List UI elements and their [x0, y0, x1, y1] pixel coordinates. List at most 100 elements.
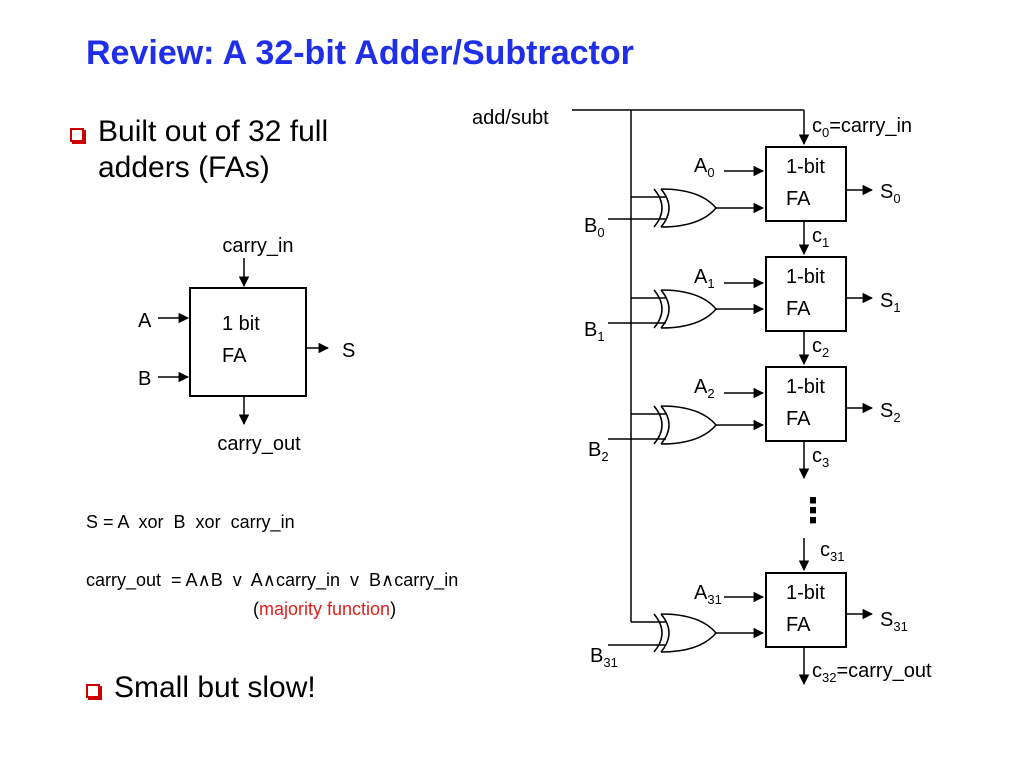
- a-sub: 0: [707, 165, 714, 180]
- carry-eq-part: carry_in: [394, 570, 459, 590]
- a-base: A: [694, 155, 708, 177]
- single-fa-box: [189, 287, 307, 397]
- carry-equation: carry_out = A∧B v A∧carry_in v B∧carry_i…: [86, 570, 458, 591]
- bullet-small-slow: Small but slow!: [86, 670, 316, 706]
- and-symbol: ∧: [262, 570, 276, 590]
- fa-label-1-l2: FA: [786, 298, 811, 320]
- a2-label: A2: [694, 376, 715, 401]
- fa-box-0: [765, 146, 847, 222]
- c2-label: c2: [812, 335, 829, 360]
- ripple-adder: [572, 109, 874, 686]
- c-base: c: [812, 445, 822, 467]
- s2-label: S2: [880, 400, 901, 425]
- b-sub: 2: [601, 449, 608, 464]
- c32-label: c32=carry_out: [812, 660, 932, 685]
- xor-gate-2: [608, 405, 765, 445]
- c-sub: 1: [822, 235, 829, 250]
- s-base: S: [880, 609, 893, 631]
- a-sub: 1: [707, 276, 714, 291]
- a-base: A: [694, 376, 708, 398]
- c31-label: c31: [820, 539, 844, 564]
- c0-base: c: [812, 115, 822, 137]
- carry-eq-part: carry_out = A: [86, 570, 198, 590]
- sum-equation: S = A xor B xor carry_in: [86, 512, 295, 532]
- s-label: S: [342, 340, 355, 362]
- carry-eq-part: B v A: [210, 570, 263, 590]
- s-sub: 31: [893, 619, 907, 634]
- s-base: S: [880, 181, 893, 203]
- c-sub: 2: [822, 345, 829, 360]
- c0-sub: 0: [822, 125, 829, 140]
- b-base: B: [584, 215, 597, 237]
- fa-box-1: [765, 256, 847, 332]
- b-base: B: [588, 439, 601, 461]
- and-symbol: ∧: [197, 570, 211, 590]
- s-sub: 1: [893, 300, 900, 315]
- carry-out-label: carry_out: [217, 433, 301, 455]
- b-base: B: [590, 645, 603, 667]
- paren: ): [390, 599, 397, 619]
- fa-box-line2: FA: [222, 345, 247, 367]
- xor-gate-0: [608, 188, 765, 228]
- s1-label: S1: [880, 290, 901, 315]
- c0-label: c0=carry_in: [812, 115, 912, 140]
- fa-box-31: [765, 572, 847, 648]
- a31-label: A31: [694, 582, 722, 607]
- c0-rest: =carry_in: [829, 115, 912, 137]
- b31-label: B31: [590, 645, 618, 670]
- square-bullet-icon: [70, 128, 84, 142]
- fa-label-2-l1: 1-bit: [786, 376, 825, 398]
- b1-label: B1: [584, 319, 605, 344]
- slide-title: Review: A 32-bit Adder/Subtractor: [86, 34, 634, 72]
- b-label: B: [138, 368, 151, 390]
- xor-gate-1: [608, 289, 765, 329]
- carry-eq-part: carry_in v B: [275, 570, 381, 590]
- a-sub: 31: [707, 592, 721, 607]
- fa-label-31-l1: 1-bit: [786, 582, 825, 604]
- c32-sub: 32: [822, 670, 836, 685]
- xor-gate-31: [608, 613, 765, 653]
- a1-label: A1: [694, 266, 715, 291]
- c-base: c: [820, 539, 830, 561]
- majority-function-label: majority function: [259, 599, 391, 619]
- c-sub: 3: [822, 455, 829, 470]
- a-base: A: [694, 582, 708, 604]
- a-base: A: [694, 266, 708, 288]
- s-sub: 2: [893, 410, 900, 425]
- b0-label: B0: [584, 215, 605, 240]
- single-fa-labels: carry_in A B 1 bit FA S carry_out: [138, 235, 355, 455]
- s-sub: 0: [893, 191, 900, 206]
- bullet-text: Built out of 32 full adders (FAs): [98, 115, 329, 184]
- fa-label-31-l2: FA: [786, 614, 811, 636]
- and-symbol: ∧: [381, 570, 395, 590]
- paren: (: [253, 599, 259, 619]
- s0-label: S0: [880, 181, 901, 206]
- square-bullet-icon: [86, 684, 100, 698]
- fa-label-2-l2: FA: [786, 408, 811, 430]
- s-base: S: [880, 290, 893, 312]
- b-sub: 31: [603, 655, 617, 670]
- c1-label: c1: [812, 225, 829, 250]
- fa-box-line1: 1 bit: [222, 313, 260, 335]
- fa-label-0-l2: FA: [786, 188, 811, 210]
- c3-label: c3: [812, 445, 829, 470]
- c-sub: 31: [830, 549, 844, 564]
- b2-label: B2: [588, 439, 609, 464]
- b-base: B: [584, 319, 597, 341]
- a-label: A: [138, 310, 152, 332]
- bullet-built-out: Built out of 32 full adders (FAs): [70, 114, 328, 186]
- a-sub: 2: [707, 386, 714, 401]
- a0-label: A0: [694, 155, 715, 180]
- fa-box-2: [765, 366, 847, 442]
- ellipsis-dots: ⋮: [796, 492, 830, 530]
- single-fa-diagram: [158, 258, 330, 426]
- c-base: c: [812, 225, 822, 247]
- c-base: c: [812, 335, 822, 357]
- b-sub: 0: [597, 225, 604, 240]
- ripple-adder-labels: add/subt c0=carry_in 1-bit FA 1-bit FA 1…: [472, 107, 932, 685]
- c32-rest: =carry_out: [836, 660, 931, 682]
- carry-in-label: carry_in: [222, 235, 293, 257]
- fa-label-1-l1: 1-bit: [786, 266, 825, 288]
- bullet-text: Small but slow!: [114, 671, 316, 704]
